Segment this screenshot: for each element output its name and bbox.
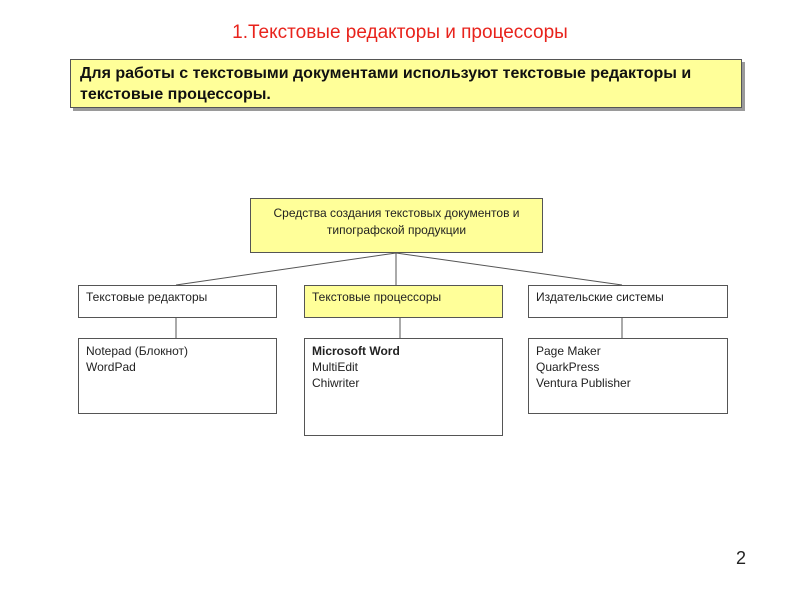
category-text-processors: Текстовые процессоры bbox=[304, 285, 503, 318]
list-item: Chiwriter bbox=[312, 376, 360, 390]
list-text-editors: Notepad (Блокнот) WordPad bbox=[78, 338, 277, 414]
page-number: 2 bbox=[736, 548, 747, 568]
list-item: WordPad bbox=[86, 360, 136, 374]
list-item: MultiEdit bbox=[312, 360, 359, 374]
slide-title: 1.Текстовые редакторы и процессоры bbox=[232, 22, 568, 43]
category-publishing-systems: Издательские системы bbox=[528, 285, 728, 318]
list-item: Page Maker bbox=[536, 344, 601, 358]
root-node: Средства создания текстовых документов и… bbox=[250, 198, 543, 253]
intro-text-box: Для работы с текстовыми документами испо… bbox=[70, 59, 742, 108]
list-item: Notepad (Блокнот) bbox=[86, 344, 189, 358]
list-text-processors: Microsoft Word MultiEdit Chiwriter bbox=[304, 338, 503, 436]
list-item: Microsoft Word bbox=[312, 344, 400, 358]
list-publishing-systems: Page Maker QuarkPress Ventura Publisher bbox=[528, 338, 728, 414]
list-item: Ventura Publisher bbox=[536, 376, 631, 390]
list-item: QuarkPress bbox=[536, 360, 600, 374]
connector-root-left bbox=[175, 252, 397, 286]
category-text-editors: Текстовые редакторы bbox=[78, 285, 277, 318]
connector-root-right bbox=[395, 252, 623, 286]
